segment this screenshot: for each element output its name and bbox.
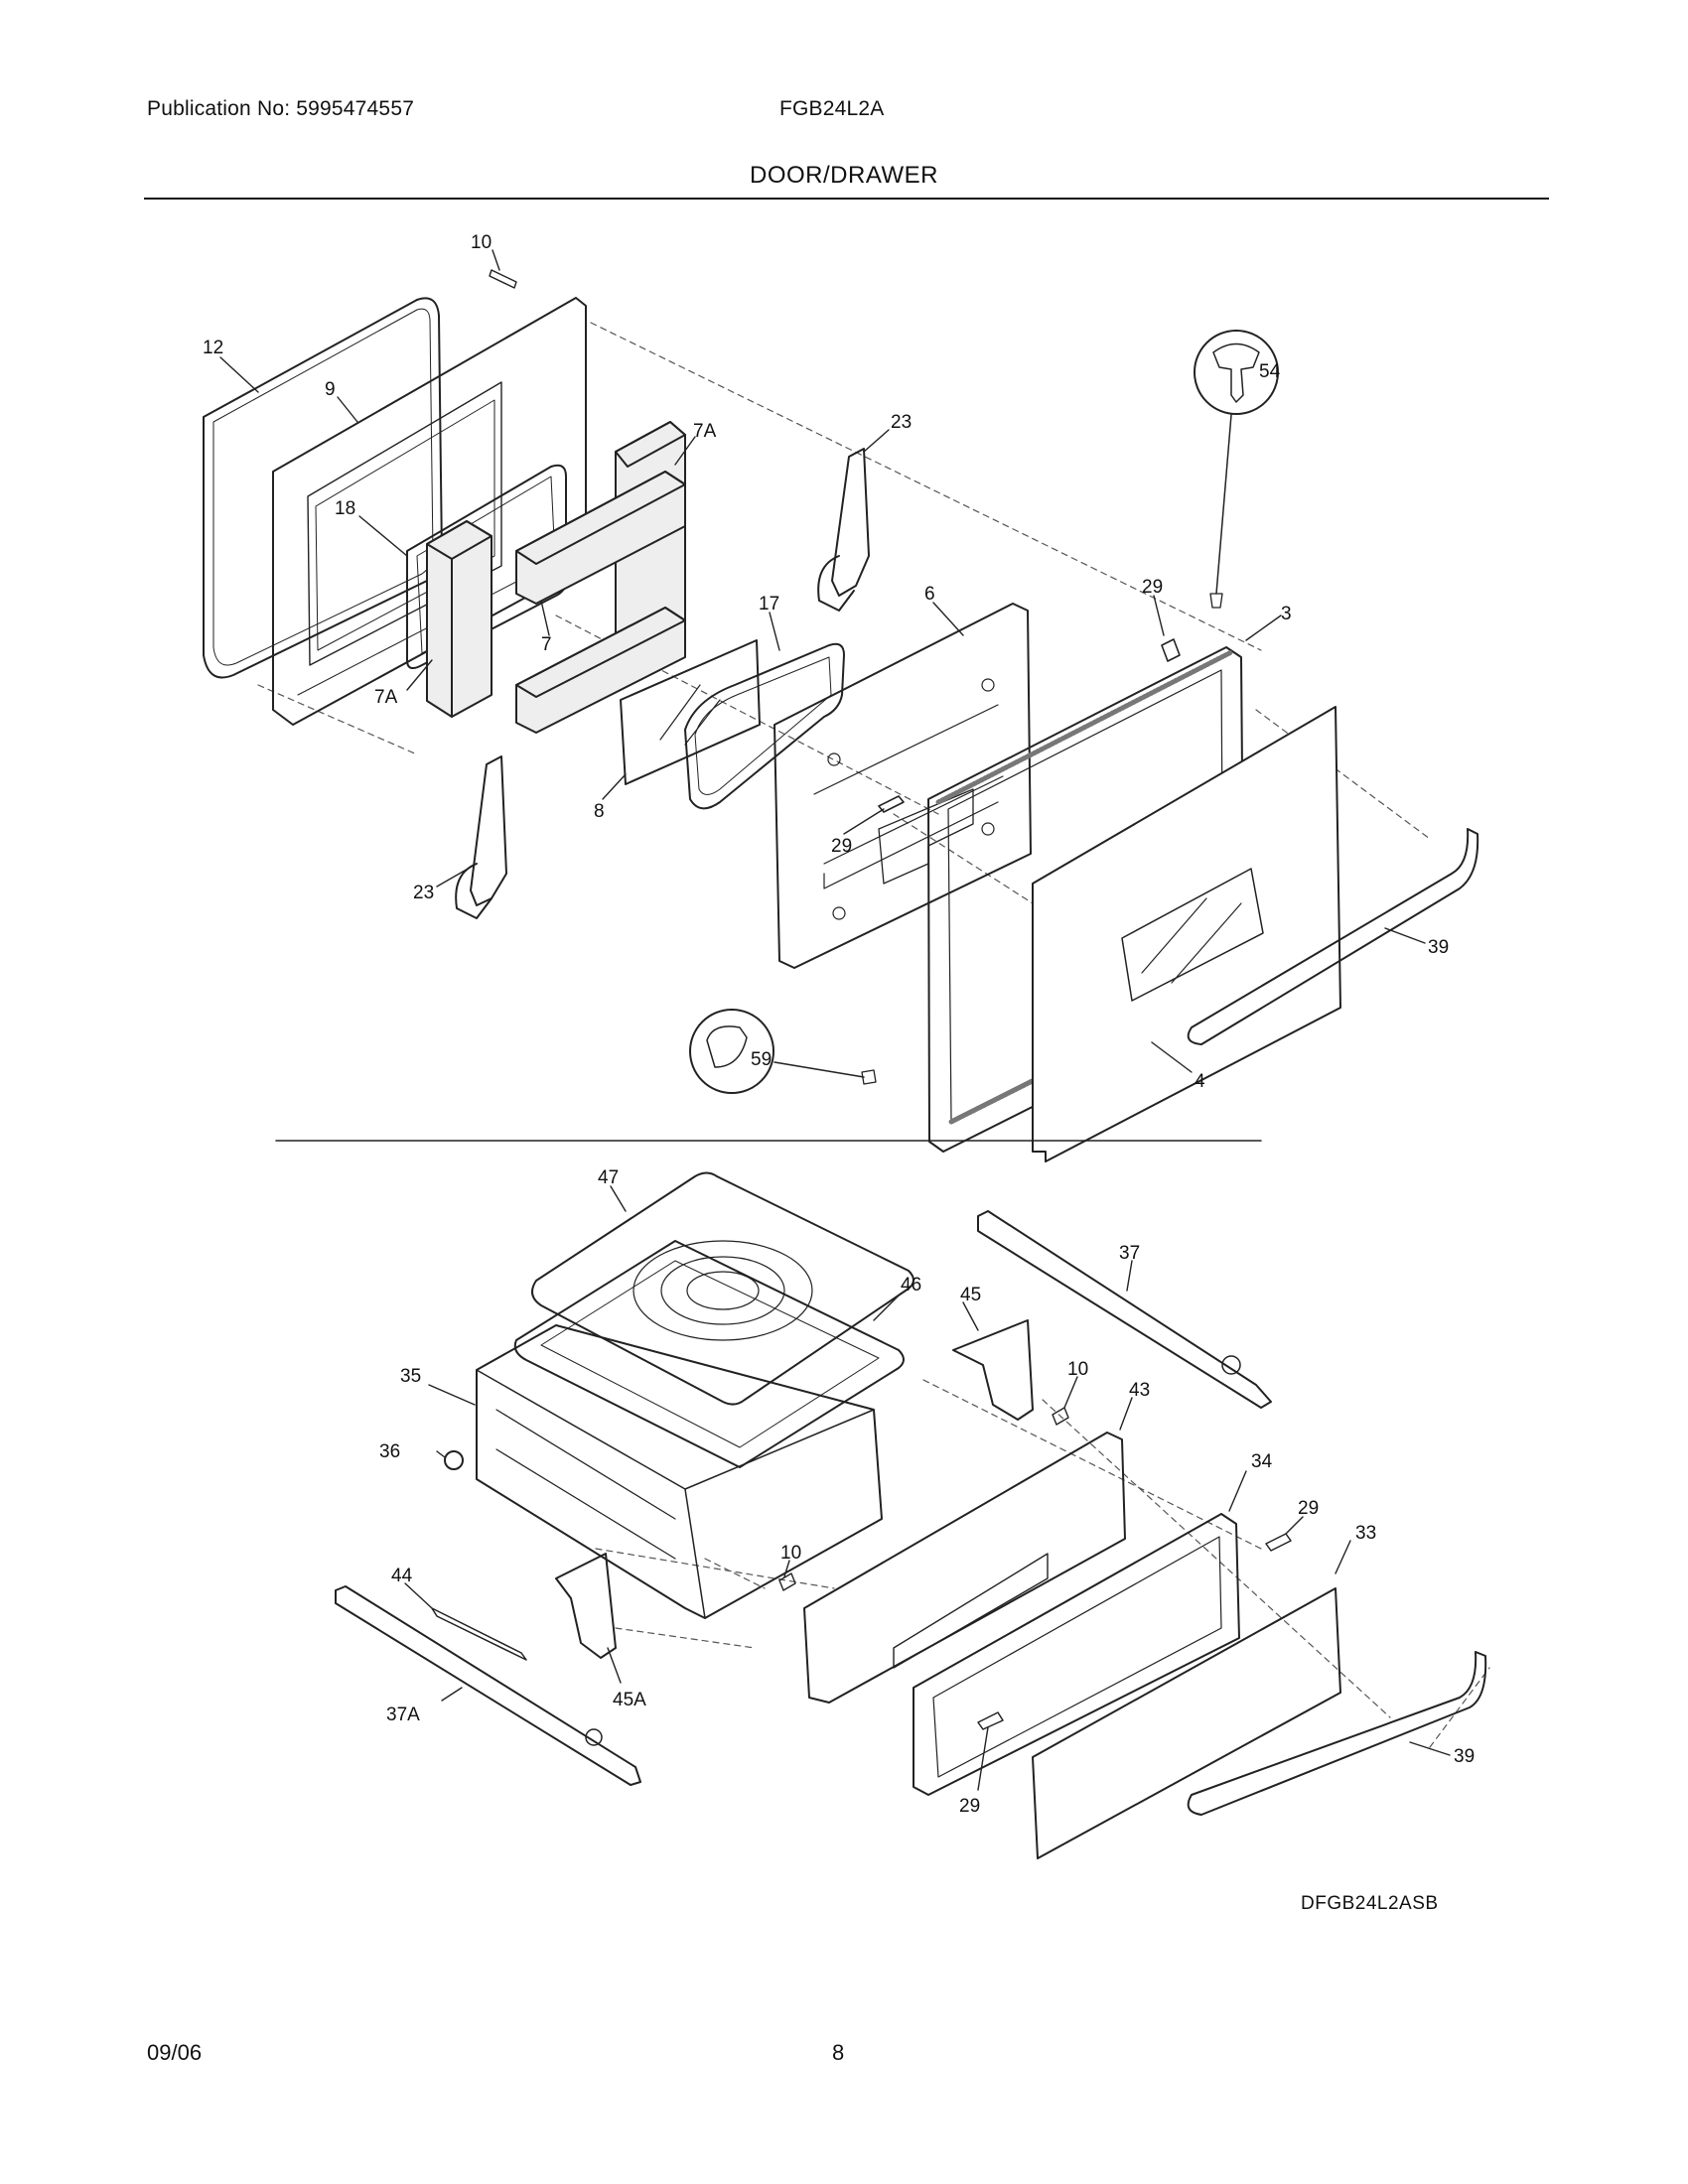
- bumper-detail-59: [689, 1009, 774, 1094]
- publication-date: 09/06: [147, 2040, 203, 2065]
- callout-45: 45: [960, 1285, 981, 1305]
- callout-29-drawer-right: 29: [1298, 1498, 1319, 1519]
- page-number: 8: [832, 2040, 845, 2065]
- callout-18: 18: [335, 498, 355, 519]
- callout-36: 36: [379, 1441, 400, 1462]
- callout-39-drawer: 39: [1454, 1746, 1475, 1767]
- door-hinge-23-top: [817, 448, 870, 612]
- callout-10-drawer-top: 10: [1067, 1359, 1088, 1380]
- gasket-17: [684, 642, 845, 810]
- bracket-45: [952, 1319, 1034, 1421]
- drawing-id: DFGB24L2ASB: [1301, 1893, 1439, 1914]
- callout-23-top: 23: [891, 412, 912, 433]
- callout-12: 12: [203, 338, 223, 358]
- model-number: FGB24L2A: [779, 97, 885, 120]
- callout-43: 43: [1129, 1380, 1150, 1401]
- callout-10-drawer-mid: 10: [780, 1543, 801, 1564]
- drawer-frame-34: [913, 1513, 1240, 1796]
- callout-4: 4: [1195, 1071, 1205, 1092]
- callout-35: 35: [400, 1366, 421, 1387]
- callout-39-door: 39: [1428, 937, 1449, 958]
- door-handle-39: [1187, 828, 1479, 1045]
- bumper-36: [444, 1450, 464, 1470]
- clip-44: [431, 1607, 527, 1661]
- drawer-alignment-lines: [595, 1379, 1490, 1748]
- screw-10-drawer-top: [1052, 1407, 1069, 1426]
- leader-lines: [219, 249, 1451, 1791]
- drawer-box-35: [476, 1324, 883, 1619]
- drawer-panel-33: [1032, 1587, 1341, 1859]
- callout-34: 34: [1251, 1451, 1273, 1472]
- drawer-handle-39: [1187, 1651, 1487, 1816]
- callout-37: 37: [1119, 1243, 1140, 1264]
- callout-37A: 37A: [386, 1705, 420, 1725]
- tray-liner-46: [513, 1240, 905, 1468]
- section-title: DOOR/DRAWER: [750, 162, 938, 189]
- callout-17: 17: [759, 594, 779, 614]
- callout-10-door-screw: 10: [471, 232, 492, 253]
- publication-number: Publication No: 5995474557: [147, 97, 415, 120]
- callout-54: 54: [1259, 361, 1281, 382]
- callout-23-bottom: 23: [413, 883, 434, 903]
- pin-29-drawer-bottom: [977, 1711, 1004, 1730]
- inner-door-panel-6: [774, 603, 1032, 969]
- callout-6: 6: [924, 584, 935, 605]
- callout-7A-left: 7A: [374, 687, 398, 708]
- pin-29-drawer-right: [1265, 1533, 1292, 1552]
- bracket-45A: [555, 1553, 617, 1659]
- header-rule: [144, 198, 1549, 200]
- callout-44: 44: [391, 1566, 413, 1586]
- callout-3: 3: [1281, 604, 1292, 624]
- glass-8: [620, 639, 761, 785]
- insulation-blocks: [426, 421, 686, 734]
- callout-45A: 45A: [613, 1690, 646, 1710]
- screw-detail-54: [1194, 330, 1279, 415]
- drawer-rail-37: [977, 1210, 1272, 1409]
- callout-8: 8: [594, 801, 605, 822]
- callout-47: 47: [598, 1167, 619, 1188]
- callout-59: 59: [751, 1049, 772, 1070]
- screw-10-drawer-mid: [778, 1572, 796, 1591]
- callout-29-top: 29: [1142, 577, 1163, 598]
- callout-46: 46: [901, 1275, 921, 1296]
- callout-7: 7: [541, 634, 552, 655]
- callout-29-door: 29: [831, 836, 852, 857]
- callout-33: 33: [1355, 1523, 1376, 1544]
- screw-10-door: [489, 269, 517, 289]
- callout-29-drawer-bottom: 29: [959, 1796, 980, 1817]
- callout-9: 9: [325, 379, 336, 400]
- door-hinge-23-bottom: [455, 755, 507, 919]
- drawer-rail-37A: [335, 1585, 641, 1786]
- callout-7A-top: 7A: [693, 421, 717, 442]
- drawer-tray-47: [531, 1171, 914, 1406]
- drawer-front-inner-43: [803, 1432, 1126, 1704]
